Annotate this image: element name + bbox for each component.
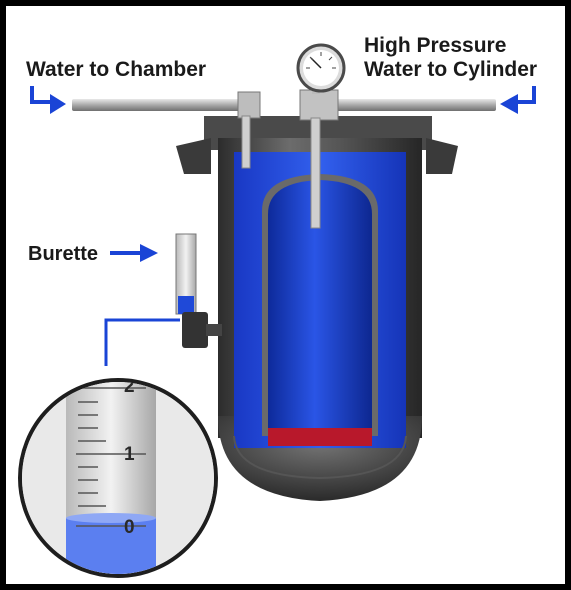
magnifier-pointer [104,318,180,366]
high-pressure-label-line2: Water to Cylinder [364,58,538,81]
inlet-pipes [72,66,496,229]
apparatus-illustration: 2 1 0 [18,43,536,578]
diagram-frame: 2 1 0 Water to Chamber High Pressure Wat… [6,6,565,584]
burette-arrow-icon [110,244,158,262]
burette [175,233,222,348]
arrow-left-icon [500,86,536,114]
burette-water-level [66,518,156,574]
high-pressure-label-line1: High Pressure [364,34,507,57]
high-pressure-pipe [316,99,496,111]
burette-tick-label: 2 [124,376,135,397]
pressure-gauge-icon [296,43,346,93]
burette-tick-label: 1 [124,444,135,465]
arrow-right-icon [30,86,66,114]
cylinder-base [268,428,372,446]
burette-magnifier: 2 1 0 [18,376,218,578]
water-to-chamber-pipe [72,99,252,111]
specimen-cylinder [262,174,378,446]
pressure-chamber [218,138,422,501]
burette-tick-label: 0 [124,517,135,538]
water-to-chamber-label: Water to Chamber [26,58,207,81]
burette-label: Burette [28,243,99,265]
high-pressure-label: High Pressure Water to Cylinder [364,34,537,82]
